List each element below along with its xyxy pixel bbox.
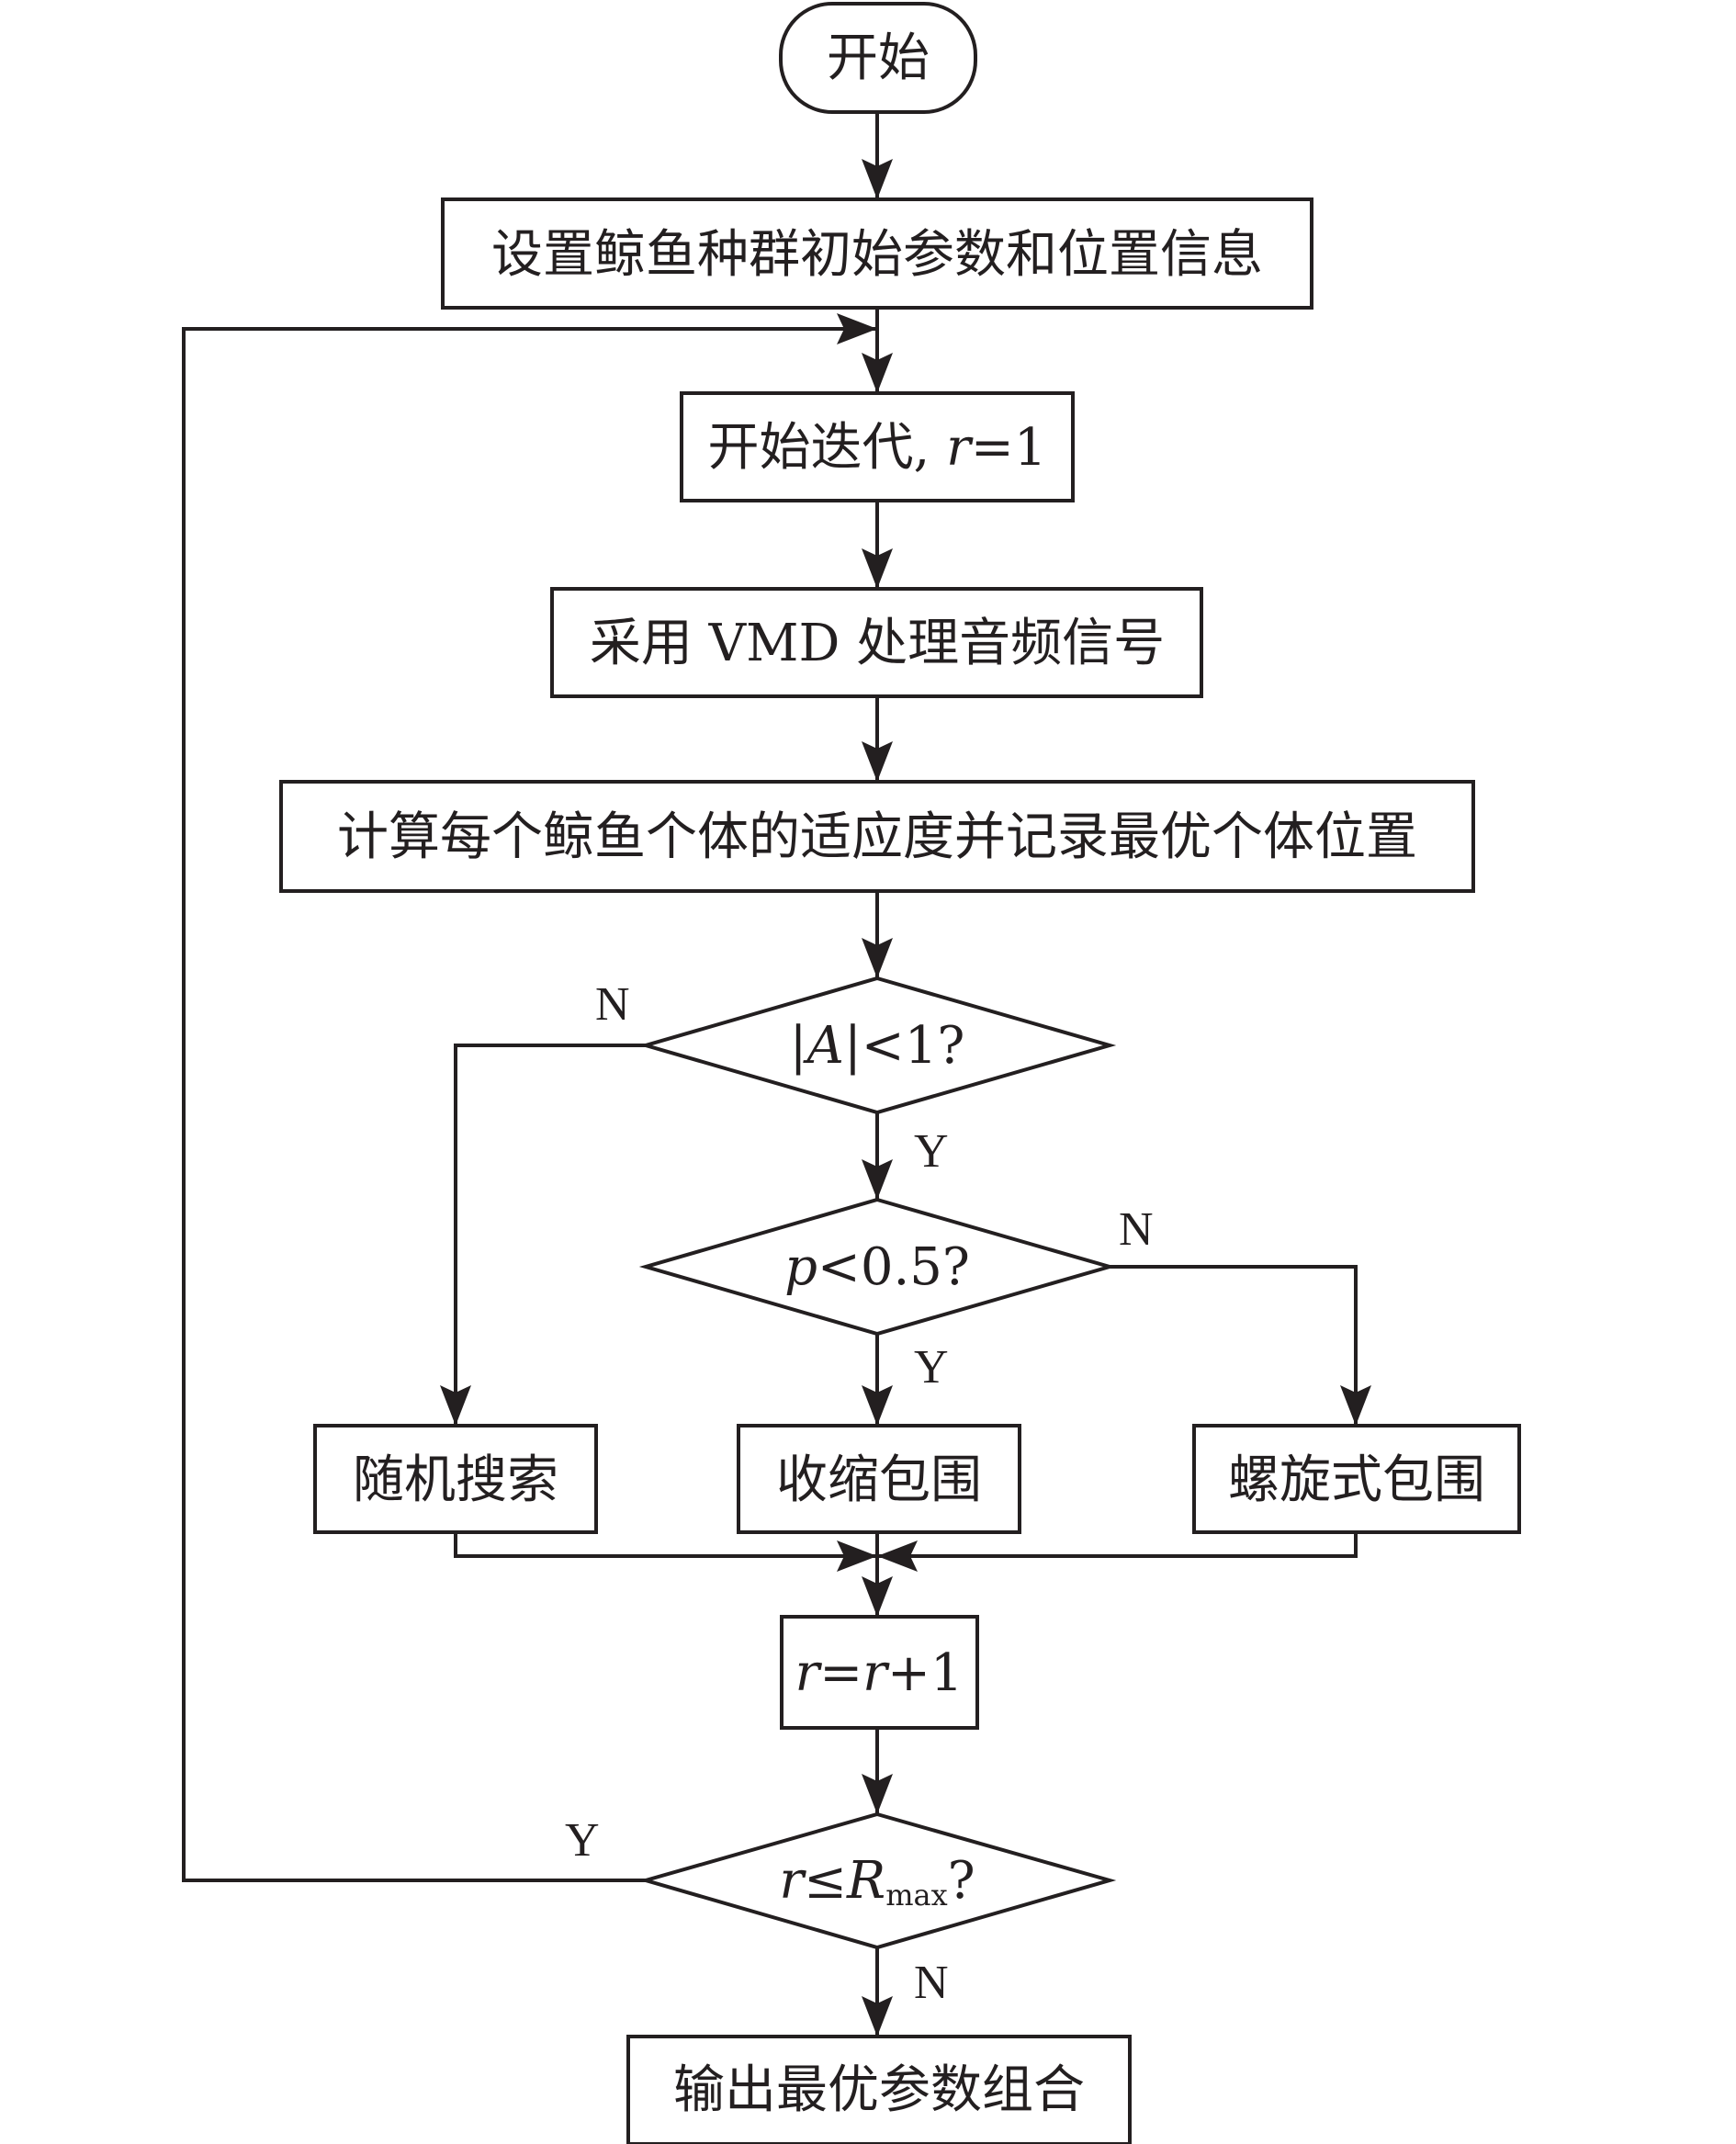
spiral-encircle-node: 螺旋式包围 [1192,1424,1521,1534]
vmd-node: 采用 VMD 处理音频信号 [550,587,1203,698]
branch-a-yes: Y [914,1125,949,1178]
decision-abs-a-label: |A|<1? [790,1016,965,1076]
decision-p-label: p<0.5? [784,1237,970,1297]
arrow-cond-p-no [1110,1265,1371,1426]
branch-p-no: N [1119,1203,1154,1256]
branch-a-no: N [595,978,630,1031]
iteration-start-node: 开始迭代, r=1 [680,391,1075,502]
branch-r-yes: Y [565,1814,600,1867]
update-r-label: r=r+1 [795,1643,963,1703]
arrow-random-to-merge [454,1532,877,1572]
vmd-label: 采用 VMD 处理音频信号 [590,614,1165,673]
init-label: 设置鲸鱼种群初始参数和位置信息 [491,225,1263,285]
output-node: 输出最优参数组合 [626,2035,1132,2144]
decision-p: p<0.5? [638,1197,1117,1337]
decision-abs-a: |A|<1? [638,976,1117,1115]
output-label: 输出最优参数组合 [673,2060,1085,2120]
random-search-label: 随机搜索 [353,1450,558,1510]
shrink-encircle-node: 收缩包围 [737,1424,1021,1534]
start-node: 开始 [779,2,977,114]
iteration-start-label: 开始迭代, r=1 [708,418,1047,478]
branch-r-no: N [914,1957,949,2009]
decision-r-max: r≤Rmax? [638,1811,1117,1950]
shrink-encircle-label: 收缩包围 [776,1450,982,1510]
fitness-node: 计算每个鲸鱼个体的适应度并记录最优个体位置 [279,780,1475,893]
random-search-node: 随机搜索 [313,1424,598,1534]
spiral-encircle-label: 螺旋式包围 [1228,1450,1485,1510]
arrow-spiral-to-merge [877,1532,1358,1572]
start-label: 开始 [827,28,930,88]
arrow-cond-a-no [440,1044,646,1426]
update-r-node: r=r+1 [780,1615,979,1730]
fitness-label: 计算每个鲸鱼个体的适应度并记录最优个体位置 [337,807,1417,867]
decision-r-max-label: r≤Rmax? [779,1851,975,1913]
loop-back-line [182,313,877,1882]
init-node: 设置鲸鱼种群初始参数和位置信息 [441,197,1313,310]
branch-p-yes: Y [914,1341,949,1394]
branch-labels: N Y N Y Y N [565,978,1154,2009]
connectors [182,112,1371,2037]
